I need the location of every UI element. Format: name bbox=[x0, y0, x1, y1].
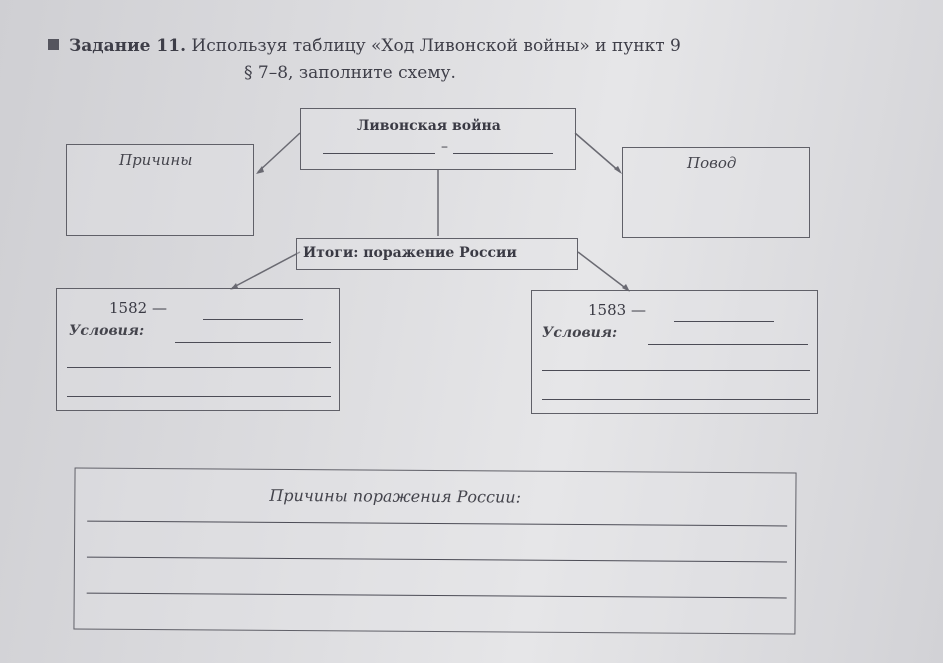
bullet-square-icon bbox=[48, 39, 59, 50]
treaty-1582-year: 1582 — bbox=[109, 299, 167, 317]
arrow-to-1583 bbox=[577, 251, 629, 291]
task-number: Задание 11. bbox=[69, 36, 186, 56]
treaty-1583-conditions-blank-2[interactable] bbox=[542, 370, 810, 371]
arrowhead-causes bbox=[256, 166, 264, 174]
dash-separator: – bbox=[441, 139, 448, 155]
center-title: Ливонская война bbox=[357, 118, 501, 134]
end-year-blank[interactable] bbox=[453, 153, 553, 154]
treaty-1583-conditions-blank-1[interactable] bbox=[648, 344, 808, 345]
treaty-1583-conditions-label: Условия: bbox=[542, 325, 618, 341]
treaty-1582-name-blank[interactable] bbox=[203, 319, 303, 320]
defeat-reasons-blank-2[interactable] bbox=[86, 556, 787, 563]
task-text: Используя таблицу «Ход Ливонской войны» … bbox=[185, 36, 681, 56]
center-box-livonian-war: Ливонская война – bbox=[300, 108, 576, 170]
treaty-1583-year: 1583 — bbox=[588, 301, 646, 319]
causes-box[interactable]: Причины bbox=[66, 144, 254, 236]
pretext-box[interactable]: Повод bbox=[622, 147, 810, 238]
treaty-1583-name-blank[interactable] bbox=[674, 321, 774, 322]
start-year-blank[interactable] bbox=[323, 153, 435, 154]
task-heading: Задание 11. Используя таблицу «Ход Ливон… bbox=[48, 36, 681, 83]
results-box: Итоги: поражение России bbox=[296, 238, 578, 270]
arrow-to-1582 bbox=[231, 251, 301, 289]
treaty-1582-conditions-label: Условия: bbox=[69, 323, 145, 339]
treaty-1583-conditions-blank-3[interactable] bbox=[542, 399, 810, 400]
results-label: Итоги: поражение России bbox=[303, 245, 517, 261]
treaty-1582-conditions-blank-2[interactable] bbox=[67, 367, 331, 368]
defeat-reasons-box: Причины поражения России: bbox=[73, 467, 797, 635]
task-text-line2: § 7–8, заполните схему. bbox=[244, 63, 456, 83]
treaty-1582-box: 1582 — Условия: bbox=[56, 288, 340, 411]
defeat-reasons-label: Причины поражения России: bbox=[269, 485, 522, 507]
pretext-label: Повод bbox=[687, 154, 737, 172]
arrow-to-causes bbox=[257, 132, 301, 173]
defeat-reasons-blank-1[interactable] bbox=[87, 520, 788, 527]
arrow-to-pretext bbox=[574, 132, 621, 173]
treaty-1582-conditions-blank-1[interactable] bbox=[175, 342, 331, 343]
arrowhead-pretext bbox=[614, 166, 622, 174]
treaty-1583-box: 1583 — Условия: bbox=[531, 290, 818, 414]
defeat-reasons-blank-3[interactable] bbox=[86, 592, 787, 599]
treaty-1582-conditions-blank-3[interactable] bbox=[67, 396, 331, 397]
causes-label: Причины bbox=[119, 151, 193, 169]
